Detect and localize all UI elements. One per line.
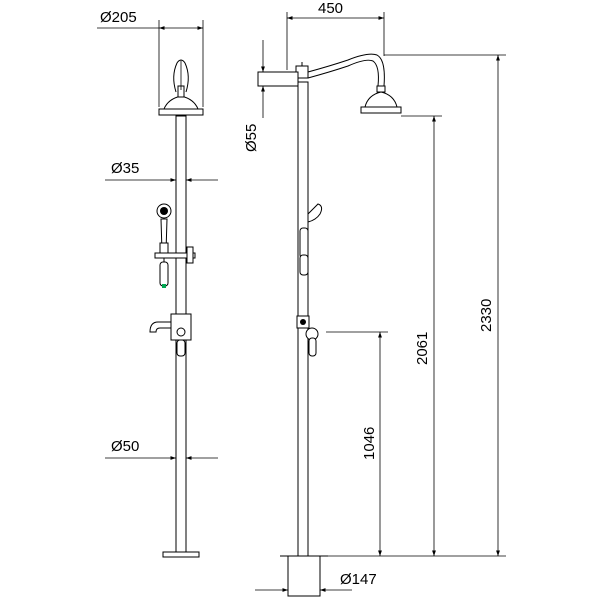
dim-head-height: 2061 xyxy=(414,332,431,365)
side-shower-head xyxy=(360,85,402,114)
side-base xyxy=(287,555,321,597)
side-arm xyxy=(307,53,385,87)
side-view: 450 Ø55 2330 2061 1046 Ø147 xyxy=(243,0,506,597)
side-hand-shower xyxy=(299,203,323,276)
front-view: Ø205 Ø35 Ø50 xyxy=(97,9,218,558)
front-shower-head xyxy=(158,59,204,116)
dim-tap-height: 1046 xyxy=(361,427,378,460)
side-mixer xyxy=(296,315,319,357)
dim-head-diameter: Ø205 xyxy=(100,9,137,26)
dim-base-diameter: Ø147 xyxy=(340,571,377,588)
front-mixer-spout xyxy=(149,313,192,357)
dim-arm-reach: 450 xyxy=(318,0,343,17)
dim-total-height: 2330 xyxy=(478,299,495,332)
dim-column-diameter: Ø50 xyxy=(111,438,139,455)
dim-pipe-diameter: Ø35 xyxy=(111,160,139,177)
dim-arm-diameter: Ø55 xyxy=(243,124,260,152)
front-hand-shower xyxy=(154,203,196,288)
front-base-plate xyxy=(162,551,200,558)
